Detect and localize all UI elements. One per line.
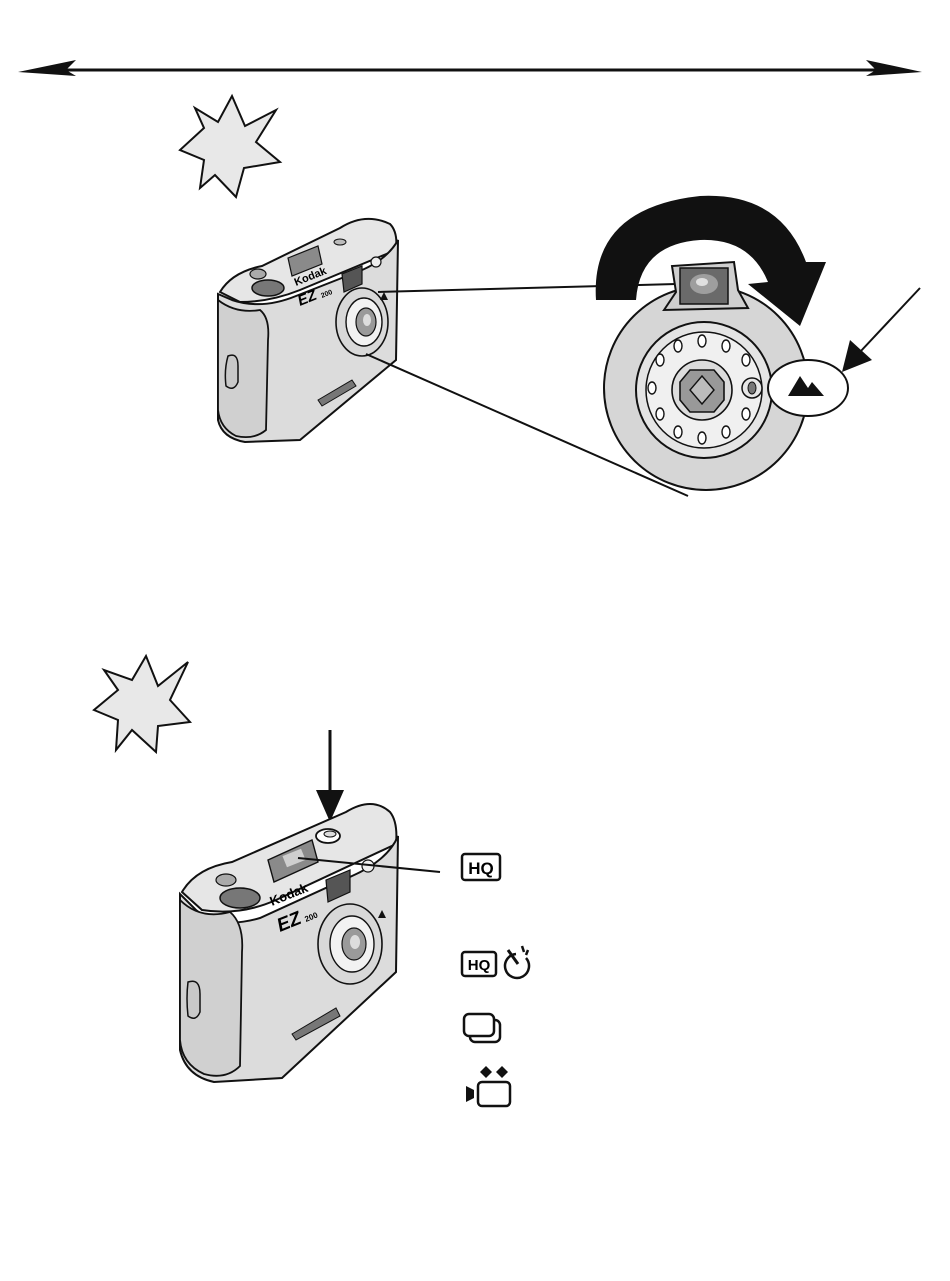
pointer-arrow-dial [842,288,920,372]
hq-icon: HQ [462,854,500,880]
hq-icon-label: HQ [468,859,494,878]
camera-illustration-top-view: Kodak EZ 200 [180,804,398,1082]
camera-illustration-lens-view: Kodak EZ 200 [218,219,398,442]
lens-dial-zoom [596,196,848,490]
step-starburst-icon [180,96,280,197]
header-rule [18,60,922,76]
burst-icon [464,1014,500,1042]
press-down-arrow-icon [316,730,344,822]
hq-self-timer-icon: HQ [462,946,529,978]
step-starburst-icon-2 [94,656,190,752]
video-icon [466,1066,510,1106]
hq-self-timer-icon-label: HQ [468,957,491,974]
